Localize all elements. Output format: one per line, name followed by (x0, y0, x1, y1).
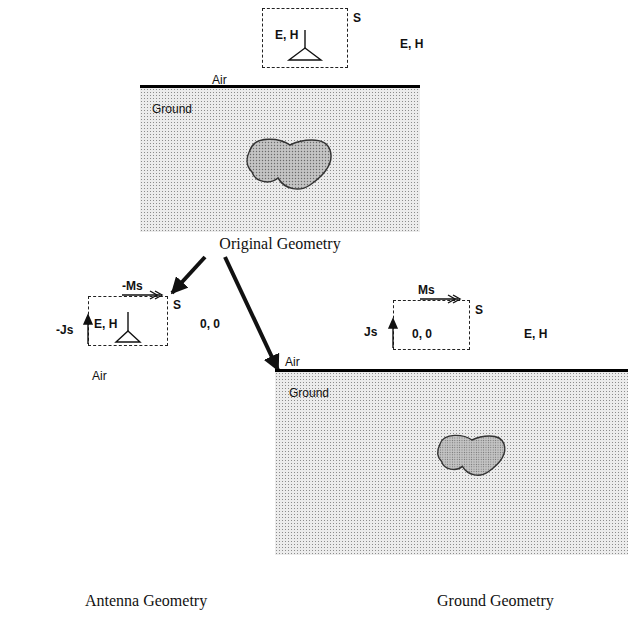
ground-region: GroundGround Geometry (275, 372, 628, 555)
current-label: Ms (418, 283, 435, 297)
surface-box: E, HS (88, 296, 168, 346)
field-label: 0, 0 (200, 317, 220, 331)
field-label: E, H (524, 327, 547, 341)
field-label: E, H (400, 37, 423, 51)
medium-label: Air (92, 369, 107, 383)
field-label: E, H (94, 317, 117, 331)
transformation-arrow (172, 257, 205, 293)
field-label: E, H (275, 28, 298, 42)
antenna-symbol (116, 312, 140, 342)
current-label: -Js (56, 323, 73, 337)
ground-region: GroundOriginal Geometry (140, 88, 420, 232)
electric-current-arrow (389, 319, 397, 348)
current-label: -Ms (122, 279, 143, 293)
surface-label: S (173, 298, 181, 312)
buried-object (247, 139, 331, 189)
surface-label: S (475, 303, 483, 317)
medium-label: Air (285, 355, 300, 369)
field-label: 0, 0 (412, 327, 432, 341)
figure-caption: Ground Geometry (437, 592, 554, 609)
surface-label: S (353, 11, 361, 25)
buried-object (437, 435, 504, 475)
electric-current-arrow (84, 315, 92, 344)
antenna-symbol (289, 30, 321, 60)
region-label: Ground (152, 102, 192, 116)
surface-box: E, HS (262, 8, 348, 68)
medium-label: Air (212, 73, 227, 87)
region-label: Ground (289, 386, 329, 400)
transformation-arrow (225, 257, 278, 370)
surface-box: 0, 0S (393, 300, 470, 350)
figure-caption: Original Geometry (219, 235, 340, 252)
current-label: Js (364, 325, 377, 339)
figure-caption: Antenna Geometry (85, 592, 207, 609)
ground-surface (140, 85, 420, 88)
ground-surface (275, 369, 628, 372)
